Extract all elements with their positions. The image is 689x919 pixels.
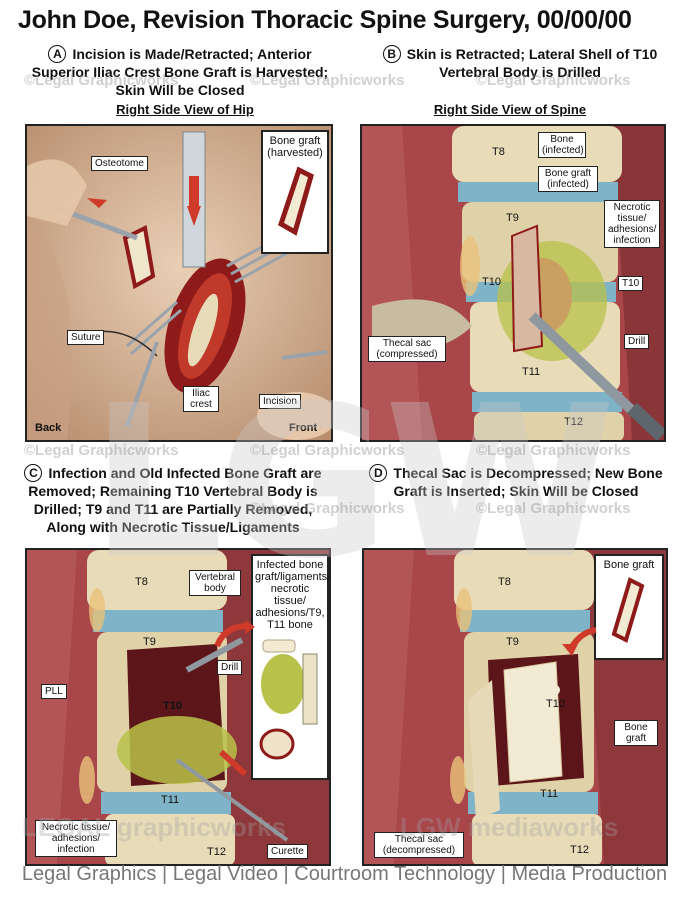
letter-b: B: [382, 45, 401, 63]
caption-a-text: Incision is Made/Retracted; Anterior Sup…: [31, 46, 329, 98]
watermark: ©Legal Graphicworks: [476, 442, 631, 459]
letter-c: C: [24, 464, 43, 482]
label-c-t12: T12: [207, 846, 226, 858]
red-arrow-icon: [562, 627, 597, 656]
caption-c-text: Infection and Old Infected Bone Graft ar…: [28, 465, 322, 535]
label-b-t8: T8: [492, 146, 505, 158]
panel-a-hip: Bone graft (harvested) Osteotome Suture …: [25, 124, 333, 442]
label-b-t11: T11: [522, 366, 541, 378]
label-suture: Suture: [67, 330, 105, 345]
label-b-drill: Drill: [624, 334, 650, 349]
label-d-t10: T10: [546, 698, 565, 710]
inset-a-title: Bone graft (harvested): [267, 135, 323, 159]
label-pll: PLL: [41, 684, 67, 699]
label-b-t12: T12: [564, 416, 583, 428]
view-label-spine: Right Side View of Spine: [433, 102, 587, 117]
inset-c-title: Infected bone graft/ligaments/ necrotic …: [255, 559, 331, 631]
label-necrotic-b: Necrotic tissue/ adhesions/ infection: [604, 200, 660, 248]
label-back: Back: [35, 422, 62, 434]
inset-bone-graft-harvested: Bone graft (harvested): [261, 130, 329, 254]
new-graft-icon: [611, 577, 645, 643]
page-title: John Doe, Revision Thoracic Spine Surger…: [18, 6, 632, 34]
label-d-t9: T9: [506, 636, 519, 648]
inset-removed-tissue: Infected bone graft/ligaments/ necrotic …: [251, 554, 329, 780]
label-d-t8: T8: [498, 576, 511, 588]
label-bone-infected: Bone (infected): [538, 132, 586, 158]
label-c-t9: T9: [143, 636, 156, 648]
label-d-bone-graft: Bone graft: [614, 720, 658, 746]
panel-b-spine: T8 T9 T10 T11 T12 Bone (infected) Bone g…: [360, 124, 666, 442]
label-incision: Incision: [259, 394, 301, 409]
label-c-t10: T10: [163, 700, 182, 712]
red-arrow-icon: [215, 620, 255, 648]
label-d-t12: T12: [570, 844, 589, 856]
letter-a: A: [48, 45, 67, 63]
inset-new-bone-graft: Bone graft: [594, 554, 664, 660]
panel-c-spine: Infected bone graft/ligaments/ necrotic …: [25, 548, 331, 866]
watermark: ©Legal Graphicworks: [24, 442, 179, 459]
label-iliac-crest: Iliac crest: [183, 386, 219, 412]
caption-b-text: Skin is Retracted; Lateral Shell of T10 …: [406, 46, 658, 80]
label-b-t9: T9: [506, 212, 519, 224]
label-c-drill: Drill: [217, 660, 243, 675]
label-thecal-decompressed: Thecal sac (decompressed): [374, 832, 464, 858]
label-curette: Curette: [267, 844, 308, 859]
caption-b: B Skin is Retracted; Lateral Shell of T10…: [370, 45, 670, 81]
letter-d: D: [369, 464, 388, 482]
label-bone-graft-infected: Bone graft (infected): [538, 166, 598, 192]
watermark: ©Legal Graphicworks: [250, 442, 405, 459]
label-necrotic-c: Necrotic tissue/ adhesions/ infection: [35, 820, 117, 857]
watermark: ©Legal Graphicworks: [476, 500, 631, 517]
label-b-t10: T10: [618, 276, 644, 291]
label-front: Front: [289, 422, 318, 434]
label-thecal-compressed: Thecal sac (compressed): [368, 336, 446, 362]
view-label-hip: Right Side View of Hip: [116, 102, 254, 117]
harvested-graft-icon: [277, 166, 314, 236]
footer: Legal Graphics | Legal Video | Courtroom…: [21, 863, 668, 885]
caption-d: D Thecal Sac is Decompressed; New Bone Gr…: [366, 464, 666, 500]
label-c-t8: T8: [135, 576, 148, 588]
label-b-t10-body: T10: [482, 276, 501, 288]
panel-d-spine: Bone graft T8 T9 T10 T11 T12 Bone graft …: [362, 548, 668, 866]
caption-d-text: Thecal Sac is Decompressed; New Bone Gra…: [393, 465, 663, 499]
label-c-t11: T11: [161, 794, 180, 806]
inset-d-title: Bone graft: [603, 559, 655, 571]
removed-tissue-icon: [259, 639, 318, 760]
label-osteotome: Osteotome: [91, 156, 148, 171]
label-d-t11: T11: [540, 788, 559, 800]
label-vertebral-body: Vertebral body: [189, 570, 241, 596]
